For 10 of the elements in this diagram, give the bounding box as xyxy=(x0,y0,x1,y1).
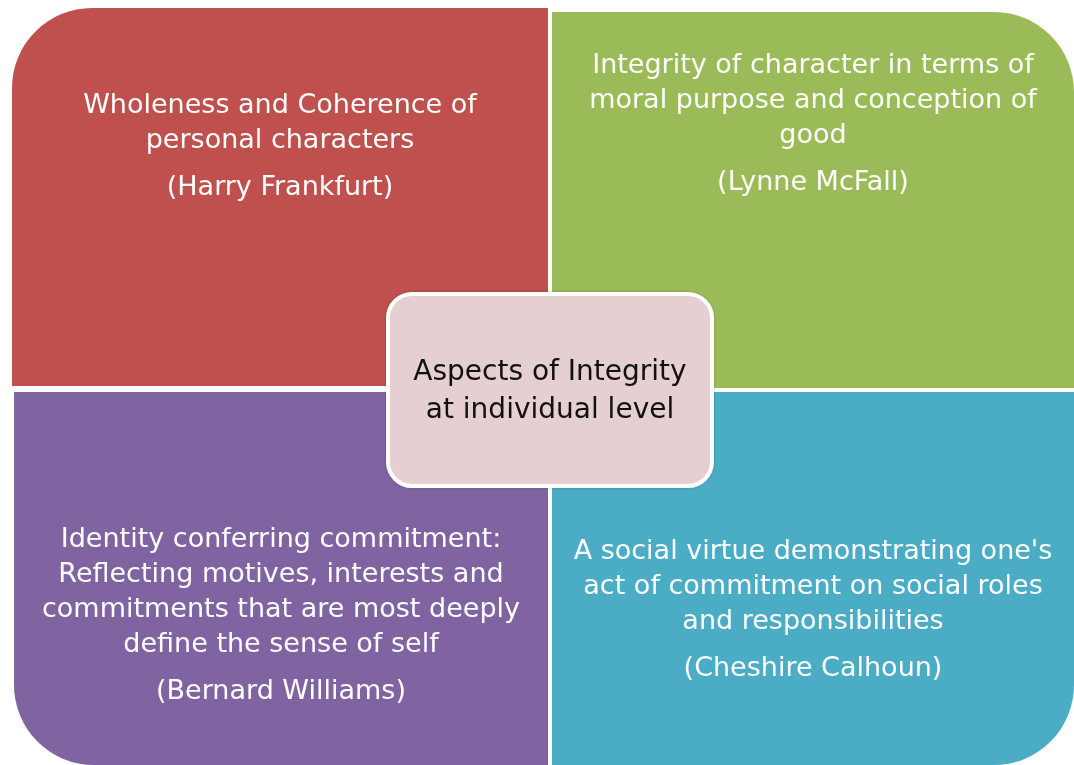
statement-text: A social virtue demonstrating one's act of commitment on social roles and responsibilities xyxy=(572,533,1054,638)
statement-text: Identity conferring commitment: Reflecting motives, interests and commitments that are most deeply define the sense of self xyxy=(41,521,521,661)
center-title: Aspects of Integrity at individual level xyxy=(412,353,688,427)
center-box xyxy=(386,292,714,488)
attribution-text: (Cheshire Calhoun) xyxy=(683,650,943,685)
attribution-text: (Lynne McFall) xyxy=(717,164,909,199)
statement-text: Integrity of character in terms of moral purpose and conception of good xyxy=(588,47,1039,152)
attribution-text: (Harry Frankfurt) xyxy=(166,169,394,204)
attribution-text: (Bernard Williams) xyxy=(156,673,406,708)
statement-text: Wholeness and Coherence of personal characters xyxy=(82,87,479,157)
